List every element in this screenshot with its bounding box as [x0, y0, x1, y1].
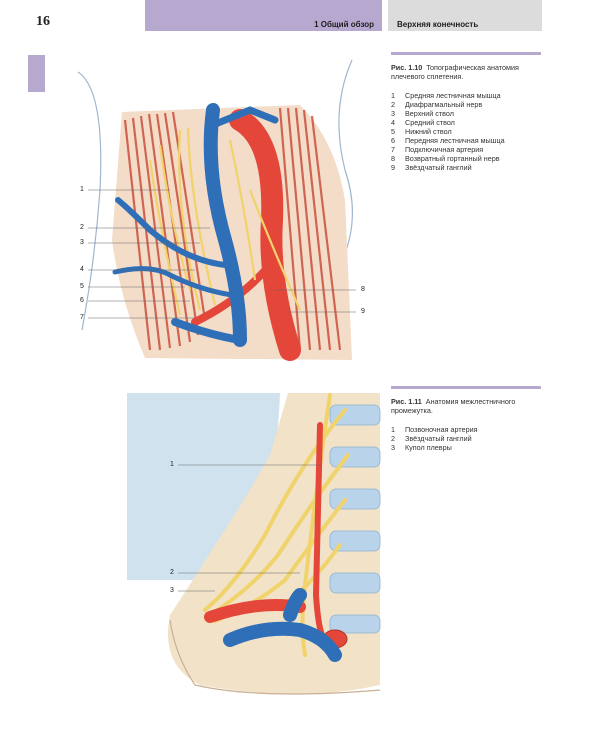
figure-1-plexus-nerves	[148, 127, 302, 316]
figure-1-label-6: 6	[80, 297, 84, 304]
figure-1-skin-outline-right	[338, 59, 353, 266]
figure-1-internal-jugular-vein	[203, 103, 247, 347]
legend-text: Звёздчатый ганглий	[405, 434, 472, 443]
figure-1-legend-item: 9 Звёздчатый ганглий	[391, 163, 541, 172]
figure-1-label-1: 1	[80, 186, 84, 193]
figure-2-label-3: 3	[170, 587, 174, 594]
figure-1-label-4: 4	[80, 266, 84, 273]
figure-1-legend-item: 1 Средняя лестничная мышца	[391, 91, 541, 100]
legend-number: 7	[391, 145, 395, 154]
figure-2-rule	[391, 386, 541, 389]
legend-number: 2	[391, 100, 395, 109]
page-number: 16	[36, 14, 50, 29]
chapter-header-bar: 1 Общий обзор	[145, 0, 382, 31]
figure-2-leader-lines	[178, 464, 320, 592]
figure-1-legend-item: 5 Нижний ствол	[391, 127, 541, 136]
legend-number: 8	[391, 154, 395, 163]
legend-number: 1	[391, 425, 395, 434]
legend-text: Нижний ствол	[405, 127, 452, 136]
legend-number: 6	[391, 136, 395, 145]
figure-2-jugular-vein	[283, 588, 307, 622]
legend-text: Звёздчатый ганглий	[405, 163, 472, 172]
figure-1-illustration	[77, 59, 356, 361]
figure-1-legend-item: 4 Средний ствол	[391, 118, 541, 127]
figure-2-legend-item: 2 Звёздчатый ганглий	[391, 434, 541, 443]
figure-2-label-1: 1	[170, 461, 174, 468]
section-title: Верхняя конечность	[397, 20, 479, 29]
legend-number: 5	[391, 127, 395, 136]
legend-number: 4	[391, 118, 395, 127]
legend-text: Средняя лестничная мышца	[405, 91, 501, 100]
chapter-title: 1 Общий обзор	[314, 20, 374, 29]
figure-1-label-9: 9	[361, 308, 365, 315]
figure-2-label-2: 2	[170, 569, 174, 576]
figure-1-rule	[391, 52, 541, 55]
figure-1-legend-item: 8 Возвратный гортанный нерв	[391, 154, 541, 163]
figure-1-title-text: Топографическая анатомия плечевого сплет…	[391, 63, 519, 81]
figure-1-number: Рис. 1.10	[391, 63, 423, 72]
figure-1-label-5: 5	[80, 283, 84, 290]
legend-number: 2	[391, 434, 395, 443]
figure-1-legend: 1 Средняя лестничная мышца 2 Диафрагмальный…	[391, 91, 541, 172]
figure-1-label-7: 7	[80, 314, 84, 321]
figure-2-legend-item: 1 Позвоночная артерия	[391, 425, 541, 434]
figure-1-label-3: 3	[80, 239, 84, 246]
figure-1-legend-item: 3 Верхний ствол	[391, 109, 541, 118]
figure-2-illustration	[127, 393, 381, 695]
figure-1-legend-item: 2 Диафрагмальный нерв	[391, 100, 541, 109]
side-tab-marker	[28, 55, 45, 92]
figure-2-vertebral-artery	[312, 422, 325, 638]
figure-1-muscle-right	[278, 107, 342, 351]
legend-text: Купол плевры	[405, 443, 452, 452]
section-header-bar: Верхняя конечность	[388, 0, 542, 31]
figure-1-legend-item: 7 Подключичная артерия	[391, 145, 541, 154]
figure-1-legend-item: 6 Передняя лестничная мышца	[391, 136, 541, 145]
figure-1-tissue	[112, 105, 352, 360]
legend-text: Позвоночная артерия	[405, 425, 478, 434]
figure-1-vein-branch-upper	[209, 106, 279, 129]
legend-text: Диафрагмальный нерв	[405, 100, 483, 109]
legend-number: 3	[391, 109, 395, 118]
figure-1-vein-branch-lower	[112, 266, 235, 298]
figure-2-title-text: Анатомия межлестничного промежутка.	[391, 397, 516, 415]
legend-text: Средний ствол	[405, 118, 455, 127]
legend-text: Возвратный гортанный нерв	[405, 154, 500, 163]
figure-2-legend-item: 3 Купол плевры	[391, 443, 541, 452]
legend-text: Верхний ствол	[405, 109, 454, 118]
figure-1-skin-outline	[77, 71, 102, 331]
figure-1-label-2: 2	[80, 224, 84, 231]
legend-text: Подключичная артерия	[405, 145, 484, 154]
figure-2-vertebrae	[329, 404, 381, 634]
figure-1-leader-lines	[88, 189, 356, 319]
figure-1-label-8: 8	[361, 286, 365, 293]
figure-2-skin-outline	[169, 619, 381, 695]
figure-1-common-carotid	[229, 109, 301, 361]
legend-number: 9	[391, 163, 395, 172]
figure-2-number: Рис. 1.11	[391, 397, 422, 406]
figure-2-brachiocephalic-vein	[223, 621, 342, 662]
figure-1-subclavian-vein	[171, 318, 244, 344]
legend-text: Передняя лестничная мышца	[405, 136, 505, 145]
figure-1-vein-branch-left	[115, 197, 228, 268]
legend-number: 1	[391, 91, 395, 100]
legend-number: 3	[391, 443, 395, 452]
